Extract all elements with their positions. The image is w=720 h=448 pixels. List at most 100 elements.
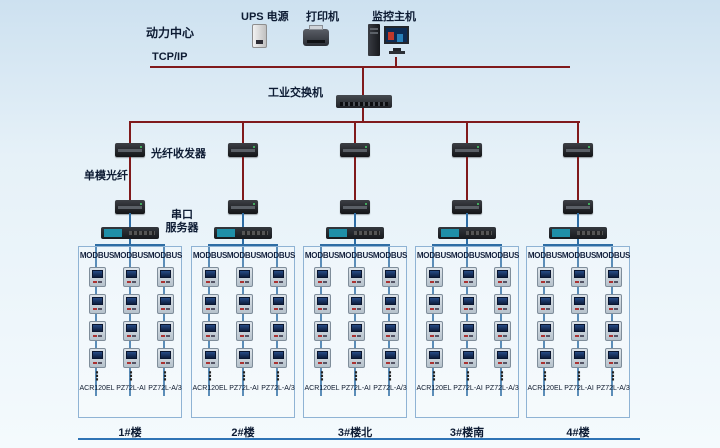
meter-screen	[496, 297, 508, 305]
meter-screen	[350, 324, 362, 332]
transceiver-led	[140, 146, 142, 148]
meter-device-icon	[493, 267, 511, 287]
ups-label: UPS 电源	[241, 11, 289, 23]
meter-device-icon	[347, 267, 365, 287]
meter-indicator	[317, 308, 322, 310]
meter-screen	[125, 324, 137, 332]
modbus-label: MODBUS	[338, 251, 374, 260]
meter-indicator	[356, 308, 361, 310]
modbus-label: MODBUS	[484, 251, 520, 260]
modbus-label: MODBUS	[527, 251, 563, 260]
fiber-transceiver-icon	[340, 143, 370, 157]
meter-indicator	[356, 362, 361, 364]
tower-vents	[370, 28, 378, 30]
meter-screen	[428, 270, 440, 278]
modbus-label: MODBUS	[192, 251, 228, 260]
branch-drop-line	[129, 121, 131, 143]
server-bus-stub-line	[129, 239, 131, 245]
building-group-box: MODBUS ⋮ ACR120EL MODBUS ⋮ PZ72L-AI MODB…	[191, 246, 295, 418]
serial-server-icon	[214, 227, 272, 239]
modbus-column-line	[320, 244, 322, 396]
meter-column: MODBUS ⋮ PZ72L-A/3	[484, 251, 520, 392]
serial-server-label-line1: 串口	[171, 209, 193, 221]
transceiver-led	[588, 146, 590, 148]
meter-screen	[125, 270, 137, 278]
building-label: 1#楼	[118, 427, 142, 439]
meter-screen	[496, 324, 508, 332]
meter-device-icon	[347, 348, 365, 368]
meter-indicator	[160, 362, 165, 364]
meter-indicator	[608, 335, 613, 337]
branch-drop-line	[242, 121, 244, 143]
meter-device-icon	[313, 267, 331, 287]
meter-screen	[316, 351, 328, 359]
ellipsis-dots: ⋮	[125, 369, 137, 383]
meter-indicator	[385, 362, 390, 364]
branch-drop-line	[354, 121, 356, 143]
meter-screen	[238, 324, 250, 332]
ellipsis-dots: ⋮	[384, 369, 396, 383]
server-bus-stub-line	[466, 239, 468, 245]
modbus-column-line	[388, 244, 390, 396]
meter-device-icon	[425, 267, 443, 287]
fiber-link-line	[129, 157, 131, 200]
meter-device-icon	[536, 321, 554, 341]
meter-indicator	[608, 362, 613, 364]
modbus-column-line	[129, 244, 131, 396]
meter-device-icon	[88, 267, 106, 287]
modbus-label: MODBUS	[113, 251, 149, 260]
meter-screen	[125, 297, 137, 305]
meter-indicator	[497, 362, 502, 364]
meter-indicator	[126, 335, 131, 337]
meter-indicator	[317, 281, 322, 283]
transceiver-stripe	[343, 149, 367, 152]
printer-label: 打印机	[306, 11, 339, 23]
meter-indicator	[613, 308, 618, 310]
meter-screen	[350, 270, 362, 278]
meter-indicator	[210, 335, 215, 337]
ellipsis-dots: ⋮	[428, 369, 440, 383]
meter-device-icon	[235, 321, 253, 341]
meter-device-icon	[493, 321, 511, 341]
meter-screen	[238, 351, 250, 359]
modbus-column-line	[577, 244, 579, 396]
printer-icon	[303, 25, 329, 46]
meter-indicator	[574, 362, 579, 364]
meter-screen	[204, 351, 216, 359]
meter-device-icon	[604, 321, 622, 341]
branch: MODBUS ⋮ ACR120EL MODBUS ⋮ PZ72L-AI MODB…	[526, 121, 630, 443]
meter-column: MODBUS ⋮ PZ72L-A/3	[148, 251, 183, 392]
meter-device-icon	[381, 267, 399, 287]
meter-indicator	[463, 335, 468, 337]
meter-column: MODBUS ⋮ ACR120EL	[304, 251, 339, 392]
meter-device-icon	[459, 321, 477, 341]
meter-indicator	[210, 281, 215, 283]
fiber-transceiver-icon	[563, 143, 593, 157]
meter-model-label: ACR120EL	[527, 385, 563, 392]
meter-indicator	[497, 308, 502, 310]
meter-indicator	[497, 281, 502, 283]
computer-tower-icon	[368, 24, 380, 56]
meter-indicator	[579, 362, 584, 364]
meter-indicator	[273, 281, 278, 283]
meter-screen	[428, 324, 440, 332]
meter-indicator	[434, 308, 439, 310]
meter-device-icon	[570, 267, 588, 287]
transceiver-to-server-line	[242, 213, 244, 227]
transceiver-stripe	[231, 149, 255, 152]
switch-ports	[340, 102, 388, 106]
meter-device-icon	[156, 267, 174, 287]
modbus-label: MODBUS	[79, 251, 115, 260]
meter-screen	[462, 324, 474, 332]
meter-indicator	[356, 281, 361, 283]
monitor-stand	[393, 48, 401, 51]
meter-indicator	[165, 281, 170, 283]
meter-indicator	[468, 308, 473, 310]
server-panel	[441, 229, 459, 237]
meter-screen	[384, 270, 396, 278]
meter-indicator	[160, 335, 165, 337]
fiber-transceiver-icon	[452, 143, 482, 157]
meter-screen	[91, 270, 103, 278]
transceiver-led	[477, 203, 479, 205]
ellipsis-dots: ⋮	[539, 369, 551, 383]
